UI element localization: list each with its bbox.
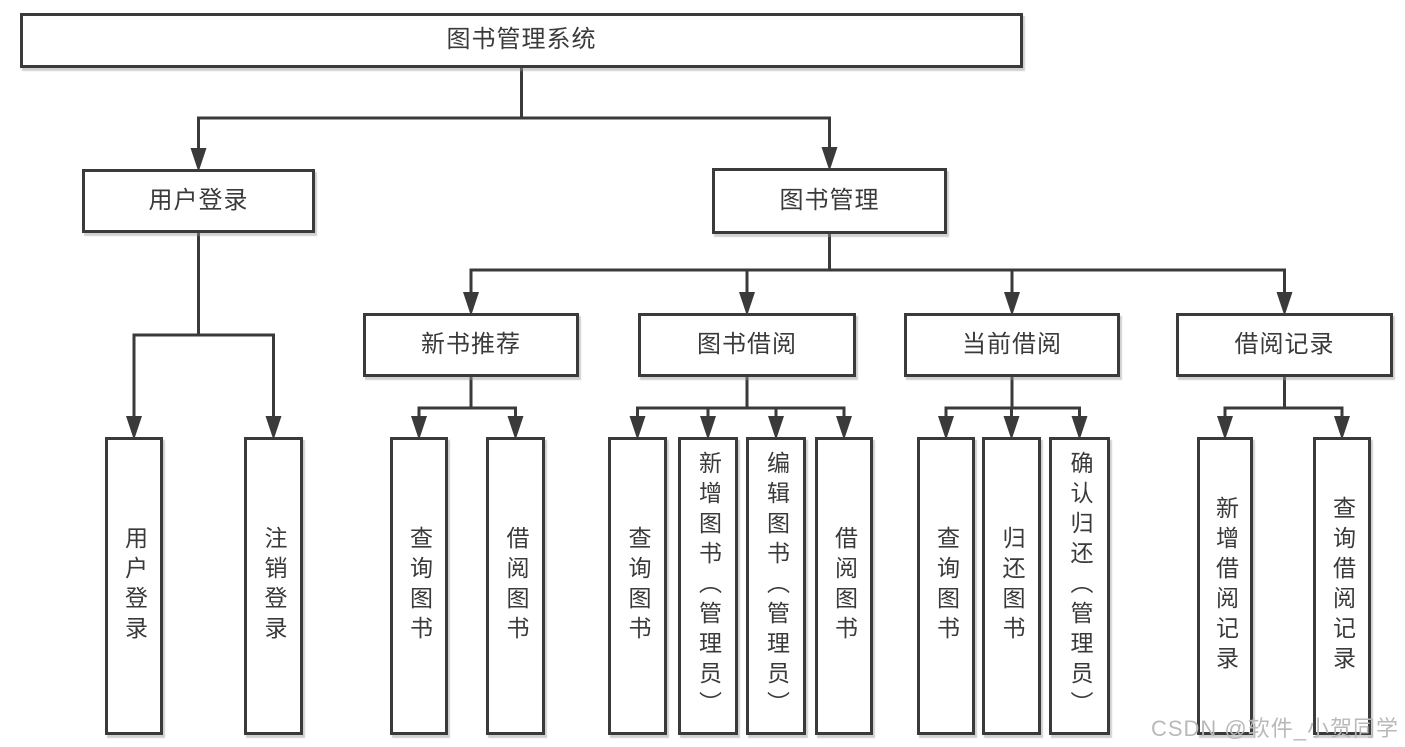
arrowhead-icon bbox=[700, 416, 716, 440]
arrowhead-icon bbox=[507, 416, 524, 440]
node-leaf-cb-confirm: 确认归还（管理员） bbox=[1049, 437, 1110, 735]
arrowhead-icon bbox=[629, 416, 646, 440]
arrowhead-icon bbox=[190, 148, 207, 172]
node-label: 图书借阅 bbox=[697, 330, 797, 358]
node-label: 编辑图书（管理员） bbox=[763, 451, 790, 721]
arrowhead-icon bbox=[1334, 416, 1350, 440]
node-label: 查询图书 bbox=[625, 526, 651, 646]
node-label: 新增图书（管理员） bbox=[695, 451, 722, 721]
csdn-watermark: CSDN @软件_小贺同学 bbox=[1150, 716, 1399, 741]
node-leaf-bb-query: 查询图书 bbox=[608, 437, 667, 735]
node-root: 图书管理系统 bbox=[20, 13, 1023, 68]
arrowhead-icon bbox=[768, 416, 784, 440]
node-label: 归还图书 bbox=[999, 526, 1025, 646]
node-label: 确认归还（管理员） bbox=[1067, 451, 1093, 721]
node-label: 用户登录 bbox=[121, 526, 148, 646]
node-new-book-rec: 新书推荐 bbox=[363, 313, 579, 377]
node-book-borrow: 图书借阅 bbox=[638, 313, 856, 377]
node-user-login: 用户登录 bbox=[82, 169, 315, 233]
node-label: 用户登录 bbox=[148, 186, 249, 214]
node-label: 借阅图书 bbox=[503, 526, 529, 646]
node-label: 图书管理 bbox=[779, 186, 880, 214]
node-leaf-cb-return: 归还图书 bbox=[982, 437, 1041, 735]
node-leaf-nb-borrow: 借阅图书 bbox=[486, 437, 545, 735]
arrowhead-icon bbox=[265, 416, 282, 440]
node-label: 注销登录 bbox=[261, 526, 287, 646]
node-label: 查询借阅记录 bbox=[1329, 496, 1356, 676]
node-label: 图书管理系统 bbox=[446, 26, 597, 54]
node-book-mgmt: 图书管理 bbox=[712, 168, 947, 234]
node-leaf-logout: 注销登录 bbox=[244, 437, 303, 735]
node-leaf-br-query: 查询借阅记录 bbox=[1313, 437, 1371, 735]
node-leaf-br-add: 新增借阅记录 bbox=[1197, 437, 1253, 735]
arrowhead-icon bbox=[821, 147, 838, 171]
node-leaf-bb-edit: 编辑图书（管理员） bbox=[746, 437, 806, 735]
arrowhead-icon bbox=[739, 292, 755, 316]
node-label: 查询图书 bbox=[406, 526, 433, 646]
node-borrow-records: 借阅记录 bbox=[1176, 313, 1393, 377]
arrowhead-icon bbox=[938, 416, 954, 440]
node-label: 借阅记录 bbox=[1234, 330, 1335, 358]
node-leaf-nb-query: 查询图书 bbox=[390, 437, 448, 735]
node-label: 新书推荐 bbox=[421, 330, 521, 358]
arrowhead-icon bbox=[1003, 416, 1020, 440]
node-label: 查询图书 bbox=[933, 526, 960, 646]
node-label: 新增借阅记录 bbox=[1212, 496, 1239, 676]
node-leaf-user-login: 用户登录 bbox=[105, 437, 163, 735]
node-leaf-bb-add: 新增图书（管理员） bbox=[678, 437, 738, 735]
arrowhead-icon bbox=[1217, 416, 1233, 440]
arrowhead-icon bbox=[1276, 292, 1293, 316]
node-label: 当前借阅 bbox=[962, 330, 1062, 358]
node-leaf-cb-query: 查询图书 bbox=[917, 437, 975, 735]
arrowhead-icon bbox=[836, 416, 852, 440]
node-label: 借阅图书 bbox=[831, 526, 858, 646]
arrowhead-icon bbox=[1071, 416, 1088, 440]
node-leaf-bb-borrow: 借阅图书 bbox=[815, 437, 873, 735]
arrowhead-icon bbox=[126, 416, 142, 440]
arrowhead-icon bbox=[1004, 292, 1020, 316]
arrowhead-icon bbox=[463, 292, 479, 316]
node-current-borrow: 当前借阅 bbox=[904, 313, 1120, 377]
arrowhead-icon bbox=[411, 416, 427, 440]
